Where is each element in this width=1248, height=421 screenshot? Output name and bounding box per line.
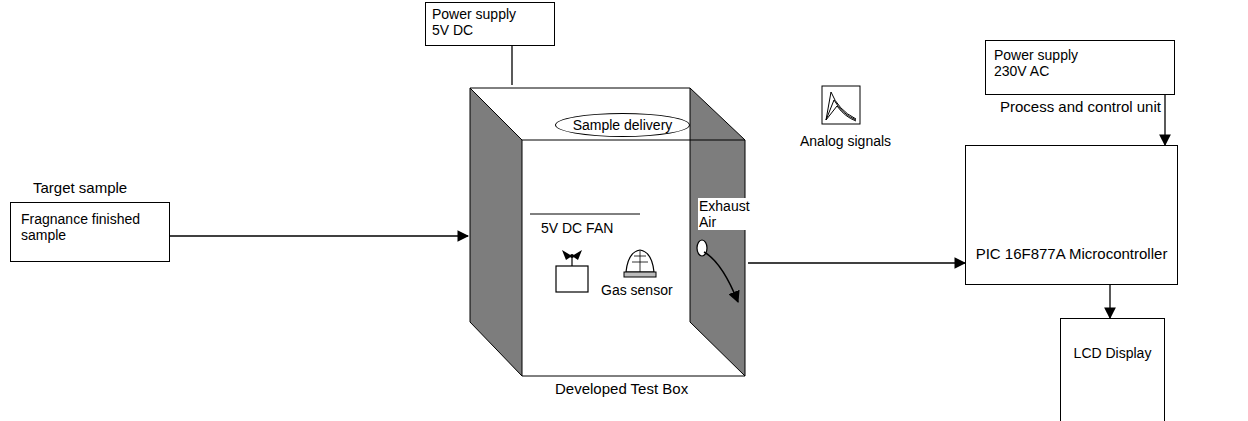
connector-arrow [170, 235, 468, 236]
process-box: Power supply 5V DC [425, 2, 555, 46]
node-text: LCD Display [1067, 345, 1158, 361]
process-box: Power supply 230V AC [985, 40, 1175, 95]
heading-text: Process and control unit [1000, 98, 1161, 115]
heading-text: Developed Test Box [555, 380, 688, 397]
process-box: Target sampleFragnance finished sample [10, 202, 170, 262]
connector-arrow [1109, 285, 1110, 318]
connector-arrow [748, 262, 965, 263]
part-label: Exhaust Air [698, 198, 748, 230]
process-box: Process and control unitPIC 16F877A Micr… [965, 145, 1178, 285]
connector-arrow [1164, 95, 1165, 145]
node-text: Power supply 230V AC [994, 47, 1094, 79]
ellipse-node: Sample delivery [555, 113, 690, 137]
process-box: LCD Display [1060, 318, 1165, 421]
heading-text: Target sample [33, 179, 127, 196]
connector-arrow [511, 46, 512, 85]
signal-label: Analog signals [800, 133, 891, 149]
part-label: Gas sensor [600, 282, 674, 298]
test-box: Developed Test Box Sample delivery [468, 85, 748, 397]
node-text: Fragnance finished sample [21, 211, 156, 243]
node-text: Power supply 5V DC [432, 6, 532, 38]
heading-text: PIC 16F877A Microcontroller [966, 245, 1177, 262]
part-label: 5V DC FAN [540, 220, 614, 236]
node-text: Sample delivery [573, 117, 673, 133]
